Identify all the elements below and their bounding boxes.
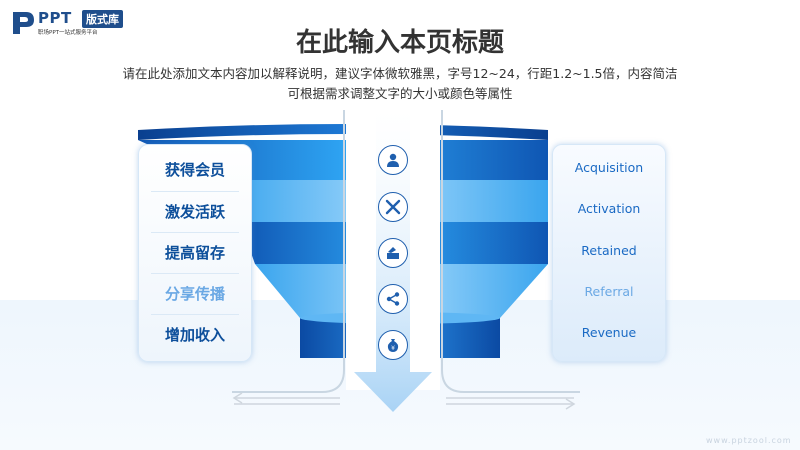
stage-en-3: Retained <box>553 230 665 271</box>
divider <box>151 273 239 274</box>
stage-cn-label: 提高留存 <box>164 244 225 262</box>
stage-en-2: Activation <box>553 188 665 229</box>
user-icon <box>378 145 408 175</box>
stage-cn-4: 分享传播 <box>139 273 251 314</box>
money-bag-icon: ¥ <box>378 330 408 360</box>
bottom-arrow-right <box>446 397 576 410</box>
center-column-left <box>232 110 345 393</box>
website-watermark: www.pptzool.com <box>706 436 792 445</box>
stage-cn-label: 激发活跃 <box>164 203 225 221</box>
stage-en-label: Referral <box>584 284 634 299</box>
stage-en-label: Retained <box>581 243 637 258</box>
stage-cn-3: 提高留存 <box>139 232 251 273</box>
description-line-1: 请在此处添加文本内容加以解释说明，建议字体微软雅黑，字号12~24，行距1.2~… <box>122 66 678 81</box>
box-icon <box>378 238 408 268</box>
stage-en-4: Referral <box>553 271 665 312</box>
divider <box>151 191 239 192</box>
bottom-arrow-left <box>232 392 340 405</box>
description-line-2: 可根据需求调整文字的大小或颜色等属性 <box>287 86 513 101</box>
stage-cn-label: 分享传播 <box>164 285 225 303</box>
stage-cn-2: 激发活跃 <box>139 191 251 232</box>
logo-tagline: 职场PPT一站式服务平台 <box>38 30 98 36</box>
logo: PPT 版式库 职场PPT一站式服务平台 <box>10 8 130 38</box>
tools-icon <box>378 192 408 222</box>
divider <box>151 314 239 315</box>
logo-badge: 版式库 <box>82 10 123 28</box>
stage-cn-1: 获得会员 <box>139 149 251 190</box>
svg-text:¥: ¥ <box>391 345 395 352</box>
stage-en-1: Acquisition <box>553 147 665 188</box>
stage-en-5: Revenue <box>553 312 665 353</box>
divider <box>151 232 239 233</box>
logo-brand: PPT <box>38 9 72 27</box>
stage-en-label: Activation <box>577 201 641 216</box>
stages-cn-panel: 获得会员 激发活跃 提高留存 分享传播 增加收入 <box>138 144 252 362</box>
stage-en-label: Acquisition <box>574 160 644 175</box>
logo-mark-icon <box>13 12 34 34</box>
stage-en-label: Revenue <box>581 325 637 340</box>
stage-cn-label: 增加收入 <box>164 326 225 344</box>
page-title: 在此输入本页标题 <box>295 28 504 58</box>
share-icon <box>378 284 408 314</box>
stage-cn-label: 获得会员 <box>164 161 225 179</box>
stage-cn-5: 增加收入 <box>139 314 251 355</box>
stages-en-panel: Acquisition Activation Retained Referral… <box>552 144 666 362</box>
page-description: 请在此处添加文本内容加以解释说明，建议字体微软雅黑，字号12~24，行距1.2~… <box>0 64 800 104</box>
center-column-right <box>441 110 580 393</box>
